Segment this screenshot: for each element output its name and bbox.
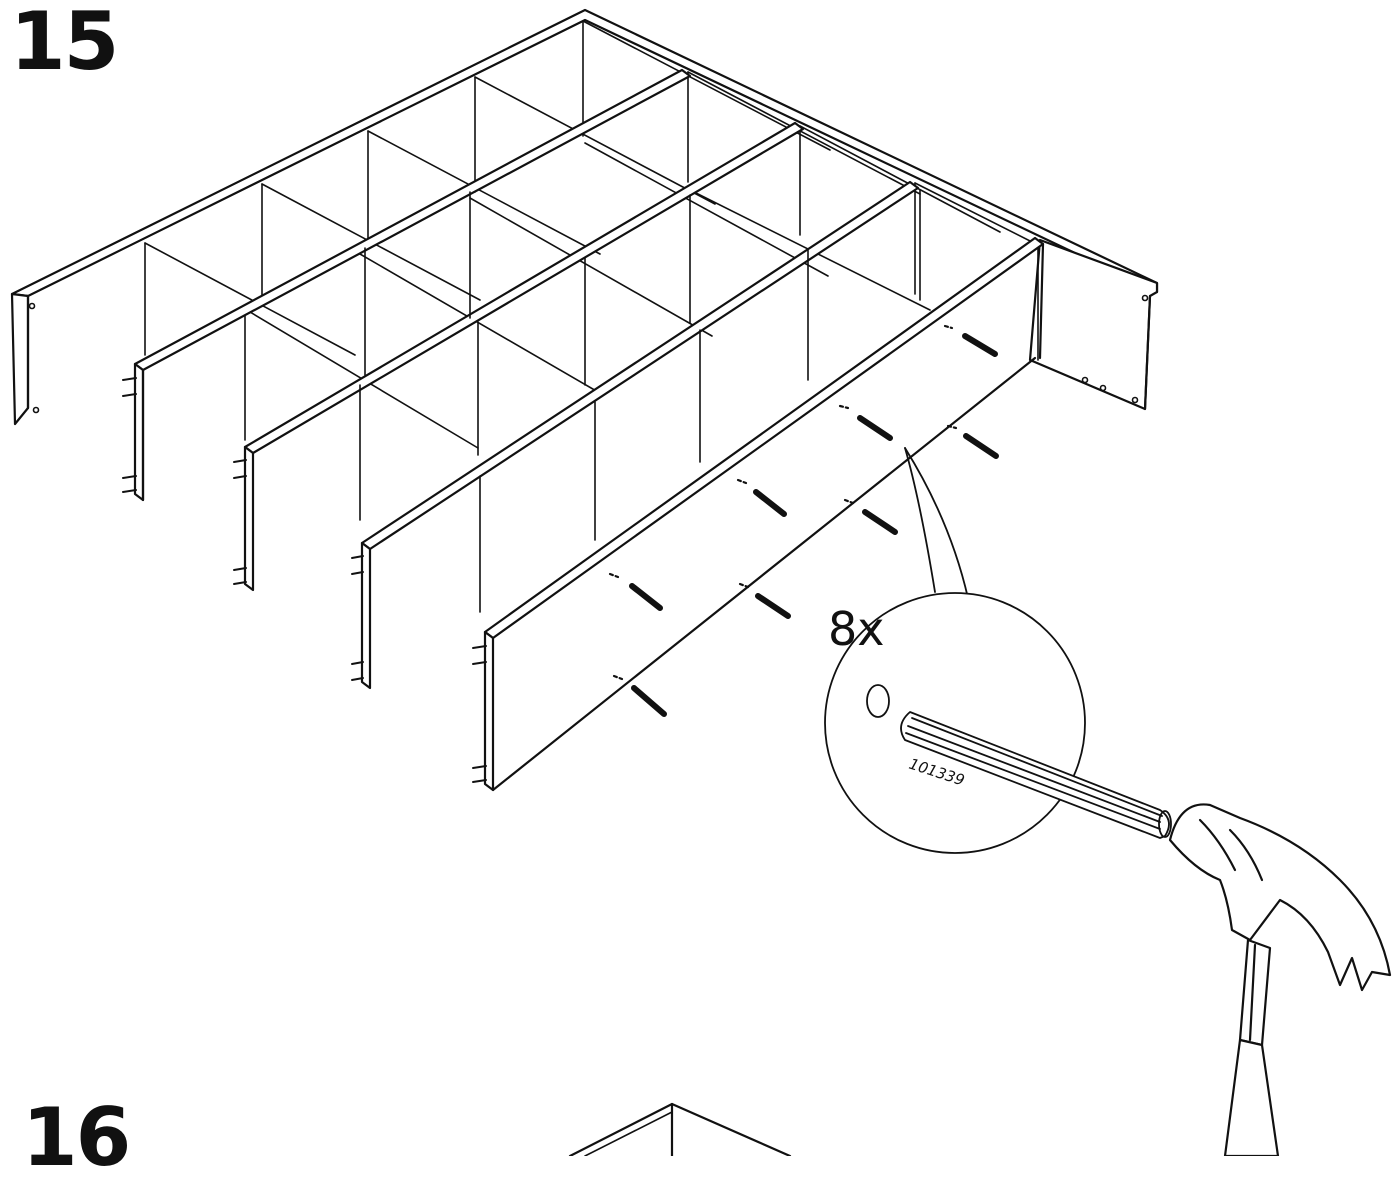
hammer-icon [1168, 803, 1392, 1156]
board-dowels [122, 377, 487, 783]
dowel-icon [946, 424, 999, 459]
step16-frame-preview [568, 1102, 792, 1156]
quantity-label: 8x [828, 602, 885, 656]
shelf-frame-icon [10, 8, 1159, 792]
back-row-dividers [144, 20, 1039, 361]
front-boards [133, 68, 1045, 792]
left-end-panel [10, 292, 30, 426]
dowel-icon [736, 478, 787, 517]
end-panel-holes [28, 294, 1149, 414]
depth-separators [144, 20, 1039, 449]
dowel-icon [943, 324, 998, 357]
step-number-15: 15 [10, 0, 119, 88]
dowel-icon [838, 404, 893, 441]
dowel-icon [843, 498, 898, 535]
dowels-being-inserted [608, 324, 999, 717]
dowel-icon [738, 582, 791, 619]
callout-circle [824, 592, 1086, 854]
front-board-1 [133, 68, 692, 372]
assembly-illustration: 8x 101339 [10, 8, 1392, 1156]
cell-verticals [244, 189, 921, 613]
dowel-icon [900, 711, 1172, 839]
right-end-panel [1028, 238, 1159, 411]
dowel-hole-icon [866, 684, 890, 718]
front-board-4 [483, 236, 1045, 640]
detail-callout [824, 447, 1172, 854]
front-board-2 [243, 121, 805, 455]
dowel-icon [608, 572, 663, 611]
front-board-3 [360, 180, 920, 551]
dowel-icon [612, 674, 667, 717]
